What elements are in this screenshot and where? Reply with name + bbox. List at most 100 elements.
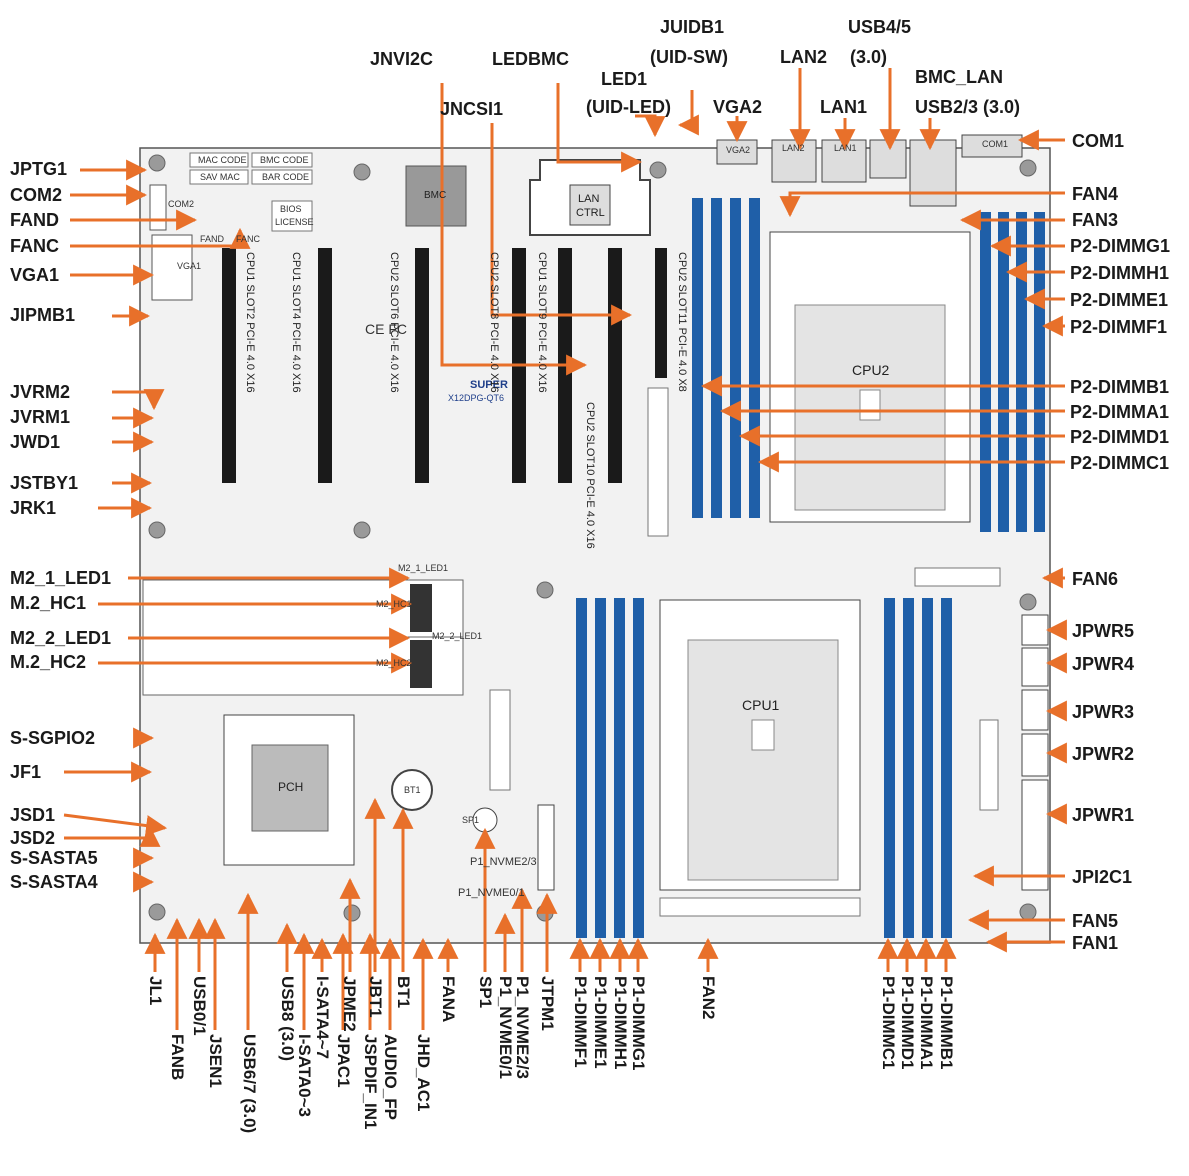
mac-code-label: MAC CODE [198,155,247,165]
label-jptg1: JPTG1 [10,159,68,179]
dimm-p2-left [692,198,760,518]
label-fand: FAND [10,210,59,230]
slot-label-7: CPU2 SLOT10 PCI-E 4.0 X16 [584,402,596,549]
slot-label-1: CPU1 SLOT2 PCI-E 4.0 X16 [244,252,256,393]
label-usb8: USB8 (3.0) [278,976,297,1062]
label-com1: COM1 [1072,131,1125,151]
label-jwd1: JWD1 [10,432,61,452]
silk-fand: FAND [200,234,225,244]
label-vga2: VGA2 [713,97,763,117]
label-audio-fp: AUDIO_FP [381,1034,400,1120]
label-jrk1: JRK1 [10,498,57,518]
label-jhd-ac1: JHD_AC1 [414,1034,433,1112]
mounting-holes [148,154,1037,922]
label-fan2: FAN2 [699,976,718,1020]
label-p2-dimmh1: P2-DIMMH1 [1070,263,1170,283]
dimm-p1-right [884,598,952,938]
slot-label-5: CPU1 SLOT9 PCI-E 4.0 X16 [536,252,548,393]
label-m2-hc1: M.2_HC1 [10,593,87,613]
silk-m2-1: M2_1_LED1 [398,563,449,573]
label-usb45-a: USB4/5 [848,17,912,37]
label-p1-dimmc1: P1-DIMMC1 [879,976,898,1070]
bmc-code-label: BMC CODE [260,155,309,165]
label-jpwr2: JPWR2 [1072,744,1135,764]
super-logo: SUPER [470,379,508,391]
label-fan3: FAN3 [1072,210,1119,230]
label-com2: COM2 [10,185,63,205]
label-fan4: FAN4 [1072,184,1119,204]
label-p2-dimmd1: P2-DIMMD1 [1070,427,1170,447]
label-fan1: FAN1 [1072,933,1119,953]
label-p1-dimmg1: P1-DIMMG1 [629,976,648,1071]
label-p1-dimmh1: P1-DIMMH1 [611,976,630,1070]
silk-m2-2: M2_2_LED1 [432,631,483,641]
slot-label-4: CPU2 SLOT8 PCI-E 4.0 X16 [488,252,500,393]
silk-m2hc1: M2_HC1 [376,599,412,609]
power-connectors [1021,614,1049,891]
label-p2-dimmc1: P2-DIMMC1 [1070,453,1170,473]
label-jvrm2: JVRM2 [10,382,71,402]
lan-ctrl-label-b: CTRL [576,207,605,219]
label-lan2: LAN2 [780,47,828,67]
label-p1-dimmd1: P1-DIMMD1 [898,976,917,1070]
label-usb01: USB0/1 [190,976,209,1036]
label-jl1: JL1 [146,976,165,1006]
label-jvrm1: JVRM1 [10,407,71,427]
label-p2-dimmf1: P2-DIMMF1 [1070,317,1168,337]
bmc-chip-label: BMC [424,190,447,201]
label-usb45-b: (3.0) [850,47,888,67]
label-i-sata03: I-SATA0~3 [295,1034,314,1117]
label-led1-b: (UID-LED) [586,97,671,117]
silk-fanc: FANC [236,234,261,244]
label-p2-dimma1: P2-DIMMA1 [1070,402,1170,422]
label-p1-dimmf1: P1-DIMMF1 [571,976,590,1068]
label-p1-dimma1: P1-DIMMA1 [917,976,936,1070]
label-s-sasta5: S-SASTA5 [10,848,98,868]
label-p2-dimmb1: P2-DIMMB1 [1070,377,1170,397]
slot-label-3: CPU2 SLOT6 PCI-E 4.0 X16 [388,252,400,393]
label-jsen1: JSEN1 [206,1034,225,1088]
ce-fc-label: CE FC [365,321,407,337]
slot-label-2: CPU1 SLOT4 PCI-E 4.0 X16 [290,252,302,393]
label-jncsi1: JNCSI1 [440,99,504,119]
bar-code-label: BAR CODE [262,172,310,182]
bmc-chip [405,165,467,227]
label-p1-nvme01: P1_NVME0/1 [496,976,515,1079]
label-jsd2: JSD2 [10,828,56,848]
silk-sp1: SP1 [462,815,480,825]
label-usb67: USB6/7 (3.0) [240,1034,259,1134]
label-jpme2: JPME2 [340,976,359,1032]
silk-nvme01: P1_NVME0/1 [458,887,525,899]
label-s-sasta4: S-SASTA4 [10,872,98,892]
label-sp1: SP1 [476,976,495,1009]
label-jbt1: JBT1 [366,976,385,1018]
lan-ctrl-label-a: LAN [578,193,600,205]
dimm-p1-left [576,598,644,938]
label-lan1: LAN1 [820,97,868,117]
label-p1-nvme23: P1_NVME2/3 [513,976,532,1079]
label-m2-hc2: M.2_HC2 [10,652,87,672]
label-jpwr4: JPWR4 [1072,654,1135,674]
label-jpi2c1: JPI2C1 [1072,867,1133,887]
silk-lan1: LAN1 [834,143,857,153]
label-jpwr5: JPWR5 [1072,621,1135,641]
silk-com1: COM1 [982,139,1009,149]
label-juidb1-b: (UID-SW) [650,47,728,67]
label-i-sata47: I-SATA4~7 [313,976,332,1059]
label-vga1: VGA1 [10,265,60,285]
label-p1-dimmb1: P1-DIMMB1 [937,976,956,1070]
silk-vga2: VGA2 [726,145,751,155]
silk-nvme23: P1_NVME2/3 [470,856,537,868]
label-p1-dimme1: P1-DIMME1 [591,976,610,1069]
slot-label-6: CPU2 SLOT11 PCI-E 4.0 X8 [676,252,688,392]
label-fan6: FAN6 [1072,569,1119,589]
model-label: X12DPG-QT6 [448,393,505,403]
label-bmc-lan: BMC_LAN [915,67,1003,87]
label-led1-a: LED1 [601,69,648,89]
cpu2-label: CPU2 [852,362,890,378]
label-m2-2-led1: M2_2_LED1 [10,628,112,648]
label-m2-1-led1: M2_1_LED1 [10,568,112,588]
label-jpwr3: JPWR3 [1072,702,1135,722]
sav-mac-label: SAV MAC [200,172,240,182]
